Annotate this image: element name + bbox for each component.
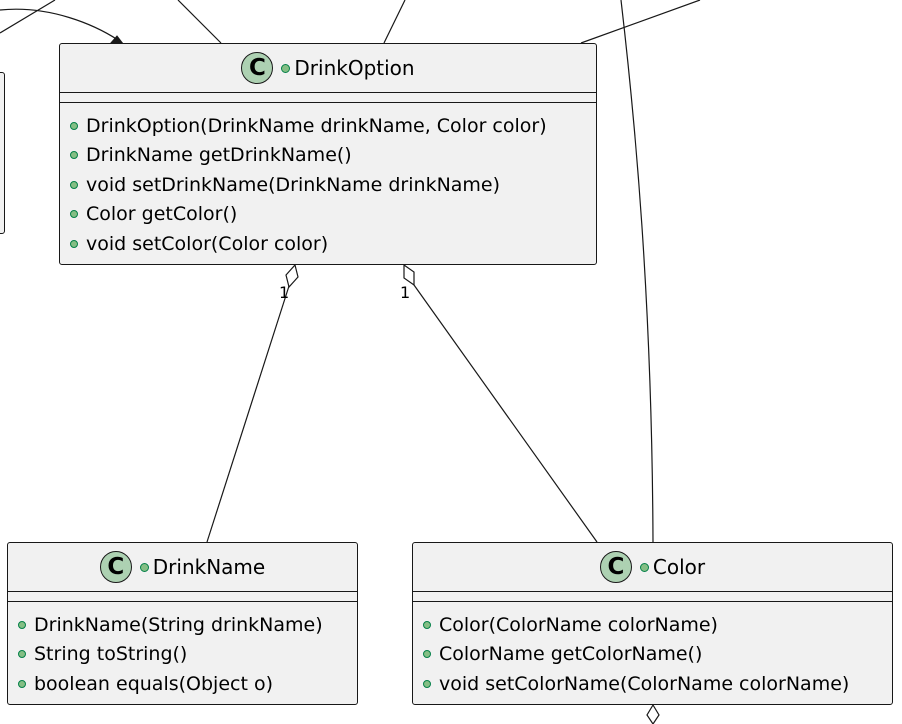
- separator: [8, 591, 357, 592]
- fields-compartment: [8, 592, 357, 601]
- method-item: String toString(): [8, 640, 357, 670]
- class-name: DrinkName: [152, 555, 266, 579]
- public-visibility-icon: [18, 650, 26, 659]
- method-item: ColorName getColorName(): [413, 640, 892, 670]
- multiplicity-label-color: 1: [400, 283, 411, 302]
- public-visibility-icon: [423, 620, 431, 629]
- partial-class-box-left: [0, 72, 5, 234]
- methods-compartment: Color(ColorName colorName) ColorName get…: [413, 602, 892, 699]
- public-visibility-icon: [70, 121, 78, 130]
- method-item: boolean equals(Object o): [8, 669, 357, 699]
- separator: [413, 591, 892, 592]
- separator: [413, 601, 892, 602]
- public-visibility-icon: [423, 650, 431, 659]
- multiplicity-label-drinkname: 1: [279, 283, 290, 302]
- public-visibility-icon: [70, 239, 78, 248]
- edge-top-left-outgoing: [0, 0, 56, 34]
- class-drinkname[interactable]: C DrinkName DrinkName(String drinkName) …: [7, 542, 358, 705]
- class-c-icon: C: [241, 52, 274, 84]
- aggregation-drinkoption-color-line: [413, 284, 598, 543]
- separator: [60, 92, 596, 93]
- methods-compartment: DrinkOption(DrinkName drinkName, Color c…: [60, 103, 596, 259]
- edge-top-inbound-2: [383, 0, 406, 44]
- method-item: void setDrinkName(DrinkName drinkName): [60, 170, 596, 200]
- aggregation-diamond-bottom: [646, 703, 660, 724]
- method-item: Color getColor(): [60, 200, 596, 230]
- class-c-icon: C: [99, 551, 132, 583]
- edge-top-inbound-1: [177, 0, 222, 44]
- class-title: Color: [639, 555, 706, 579]
- method-item: Color(ColorName colorName): [413, 610, 892, 640]
- class-drinkoption[interactable]: C DrinkOption DrinkOption(DrinkName drin…: [59, 43, 597, 265]
- method-item: DrinkName getDrinkName(): [60, 141, 596, 171]
- class-title: DrinkName: [139, 555, 266, 579]
- separator: [8, 601, 357, 602]
- public-visibility-icon: [139, 562, 149, 572]
- public-visibility-icon: [423, 679, 431, 688]
- class-header: C DrinkName: [8, 543, 357, 591]
- aggregation-diamond-color: [403, 263, 415, 287]
- public-visibility-icon: [70, 210, 78, 219]
- aggregation-drinkoption-drinkname-line: [206, 285, 290, 543]
- class-name: Color: [652, 555, 706, 579]
- edge-long-to-color: [620, 0, 654, 543]
- public-visibility-icon: [18, 620, 26, 629]
- class-c-icon: C: [599, 551, 632, 583]
- method-item: DrinkName(String drinkName): [8, 610, 357, 640]
- method-item: DrinkOption(DrinkName drinkName, Color c…: [60, 111, 596, 141]
- public-visibility-icon: [639, 562, 649, 572]
- class-name: DrinkOption: [294, 56, 415, 80]
- class-header: C Color: [413, 543, 892, 591]
- fields-compartment: [413, 592, 892, 601]
- method-item: void setColor(Color color): [60, 229, 596, 259]
- edge-top-right-inbound: [580, 0, 701, 44]
- aggregation-diamond-drinkname: [285, 263, 299, 289]
- method-item: void setColorName(ColorName colorName): [413, 669, 892, 699]
- public-visibility-icon: [281, 63, 291, 73]
- methods-compartment: DrinkName(String drinkName) String toStr…: [8, 602, 357, 699]
- public-visibility-icon: [70, 151, 78, 160]
- fields-compartment: [60, 93, 596, 102]
- incoming-association-arrow-line: [0, 8, 119, 41]
- public-visibility-icon: [70, 180, 78, 189]
- separator: [60, 102, 596, 103]
- public-visibility-icon: [18, 679, 26, 688]
- class-color[interactable]: C Color Color(ColorName colorName) Color…: [412, 542, 893, 705]
- class-title: DrinkOption: [281, 56, 415, 80]
- class-header: C DrinkOption: [60, 44, 596, 92]
